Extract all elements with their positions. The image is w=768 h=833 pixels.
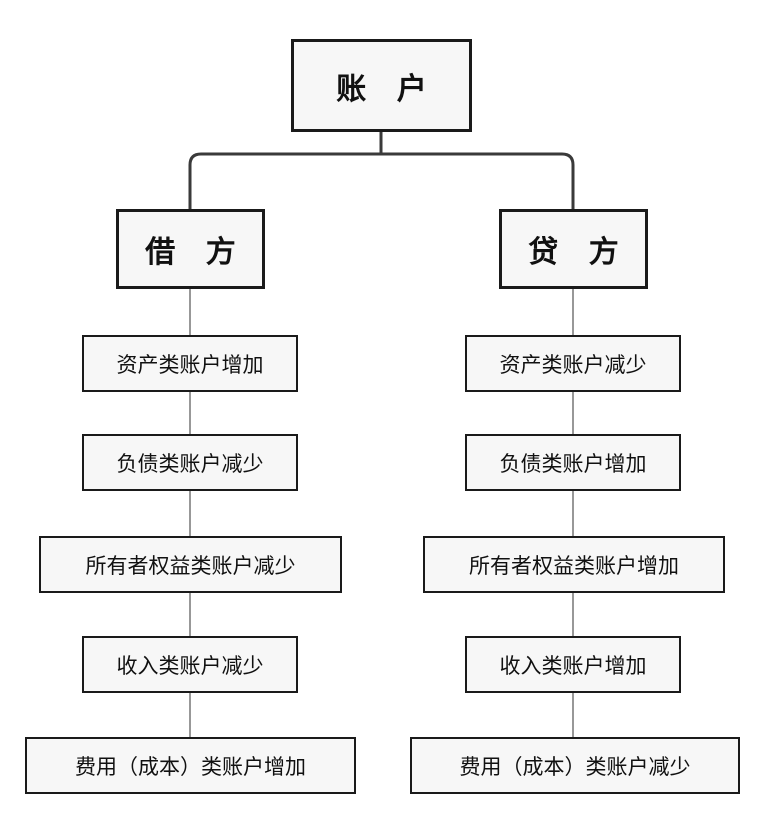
root-node-account: 账 户 xyxy=(291,39,472,132)
debit-item-liability-decrease: 负债类账户减少 xyxy=(82,434,298,491)
credit-item-income-increase: 收入类账户增加 xyxy=(465,636,681,693)
branch-connector xyxy=(188,152,575,212)
debit-item-income-decrease: 收入类账户减少 xyxy=(82,636,298,693)
debit-item-expense-increase: 费用（成本）类账户增加 xyxy=(25,737,356,794)
credit-item-expense-decrease: 费用（成本）类账户减少 xyxy=(410,737,740,794)
debit-node: 借 方 xyxy=(116,209,265,289)
credit-item-liability-increase: 负债类账户增加 xyxy=(465,434,681,491)
debit-item-asset-increase: 资产类账户增加 xyxy=(82,335,298,392)
credit-item-asset-decrease: 资产类账户减少 xyxy=(465,335,681,392)
credit-item-equity-increase: 所有者权益类账户增加 xyxy=(423,536,725,593)
debit-item-equity-decrease: 所有者权益类账户减少 xyxy=(39,536,342,593)
credit-node: 贷 方 xyxy=(499,209,648,289)
